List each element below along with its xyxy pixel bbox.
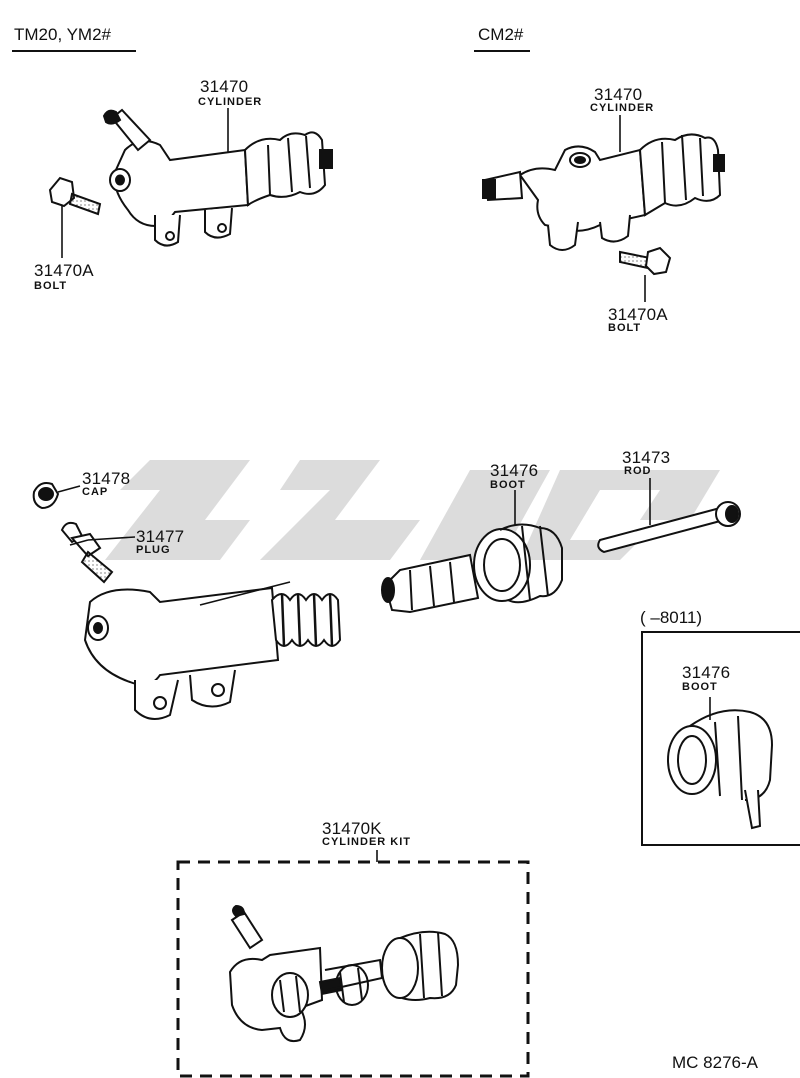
part-label-cylinder-right: CYLINDER [590,102,655,114]
part-number-boot-alt: 31476 [682,663,731,682]
part-label-cylinder-left: CYLINDER [198,96,263,108]
bolt-right-illustration [619,246,672,276]
watermark-logo [105,460,720,560]
cap-illustration [32,482,60,510]
part-label-bolt-left: BOLT [34,280,68,292]
part-number-boot: 31476 [490,461,539,480]
cylinder-right-illustration [482,133,725,251]
cylinder-middle-illustration [83,586,342,720]
alt-box-frame [641,631,800,846]
part-label-bolt-right: BOLT [608,322,642,334]
part-label-boot-alt: BOOT [682,681,718,693]
piston-illustration [381,553,480,614]
part-number-plug: 31477 [136,527,185,546]
variant-header-right: CM2# [478,25,524,44]
leaders-middle [57,478,651,606]
part-number-cylinder-left: 31470 [200,77,249,96]
rod-illustration [597,501,741,554]
kit-illustration [228,904,460,1043]
part-number-cylinder-right: 31470 [594,85,643,104]
cylinder-left-illustration [102,108,333,247]
diagram-code: MC 8276-A [672,1053,758,1072]
alt-box-range: ( –8011) [640,608,703,627]
variant-header-right-underline [474,50,530,52]
part-label-boot: BOOT [490,479,526,491]
leaders-top-left [61,108,229,258]
bolt-left-illustration [48,176,102,216]
part-number-rod: 31473 [622,448,671,467]
leaders-top-right [619,115,646,302]
boot-illustration [473,523,563,604]
plug-illustration [60,521,114,584]
part-number-bolt-left: 31470A [34,261,94,280]
part-number-cap: 31478 [82,469,131,488]
part-label-kit: CYLINDER KIT [322,836,411,848]
part-label-rod: ROD [624,465,652,477]
boot-alt-illustration [667,709,774,830]
kit-frame [176,860,530,1078]
variant-header-left-underline [12,50,136,52]
part-number-bolt-right: 31470A [608,305,668,324]
part-label-cap: CAP [82,486,109,498]
variant-header-left: TM20, YM2# [14,25,112,44]
part-label-plug: PLUG [136,544,171,556]
part-number-kit: 31470K [322,819,382,838]
